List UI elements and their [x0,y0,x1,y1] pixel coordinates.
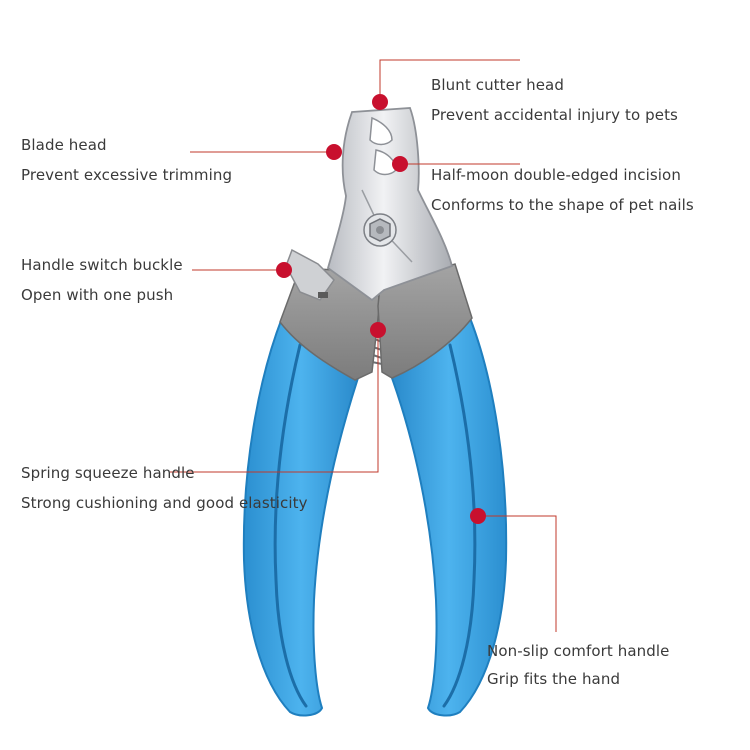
marker-blade-head [326,144,342,160]
leader-spring-handle [170,330,379,473]
callout-title-non-slip-handle: Non-slip comfort handle [487,642,670,660]
leader-non-slip-handle [478,515,557,632]
right-guard [377,263,473,379]
marker-half-moon [392,156,408,172]
callout-title-spring-handle: Spring squeeze handle [21,464,195,482]
callout-desc-blade-head: Prevent excessive trimming [21,166,233,184]
callout-desc-switch-buckle: Open with one push [21,286,174,304]
switch-buckle-slot [318,292,328,298]
left-guard [279,267,381,381]
callout-title-half-moon: Half-moon double-edged incision [431,166,681,184]
right-handle [390,316,508,717]
marker-non-slip-handle [470,508,486,524]
marker-blunt-cutter [372,94,388,110]
callout-markers [276,94,486,524]
spring [369,337,383,365]
callout-title-blade-head: Blade head [21,136,107,154]
left-handle [242,316,360,717]
callout-title-blunt-cutter: Blunt cutter head [431,76,564,94]
callout-desc-non-slip-handle: Grip fits the hand [487,670,621,688]
leader-lines [170,59,557,632]
callout-desc-half-moon: Conforms to the shape of pet nails [431,196,694,214]
right-handle-groove [442,343,477,708]
marker-switch-buckle [276,262,292,278]
left-handle-groove [273,343,308,708]
pivot-bolt [363,213,397,247]
marker-spring-handle [370,322,386,338]
half-moon-notch-top [369,116,393,146]
blade-body [326,107,454,302]
callout-desc-blunt-cutter: Prevent accidental injury to pets [431,106,678,124]
leader-blunt-cutter [379,59,520,102]
callout-desc-spring-handle: Strong cushioning and good elasticity [21,494,308,512]
callout-title-switch-buckle: Handle switch buckle [21,256,183,274]
